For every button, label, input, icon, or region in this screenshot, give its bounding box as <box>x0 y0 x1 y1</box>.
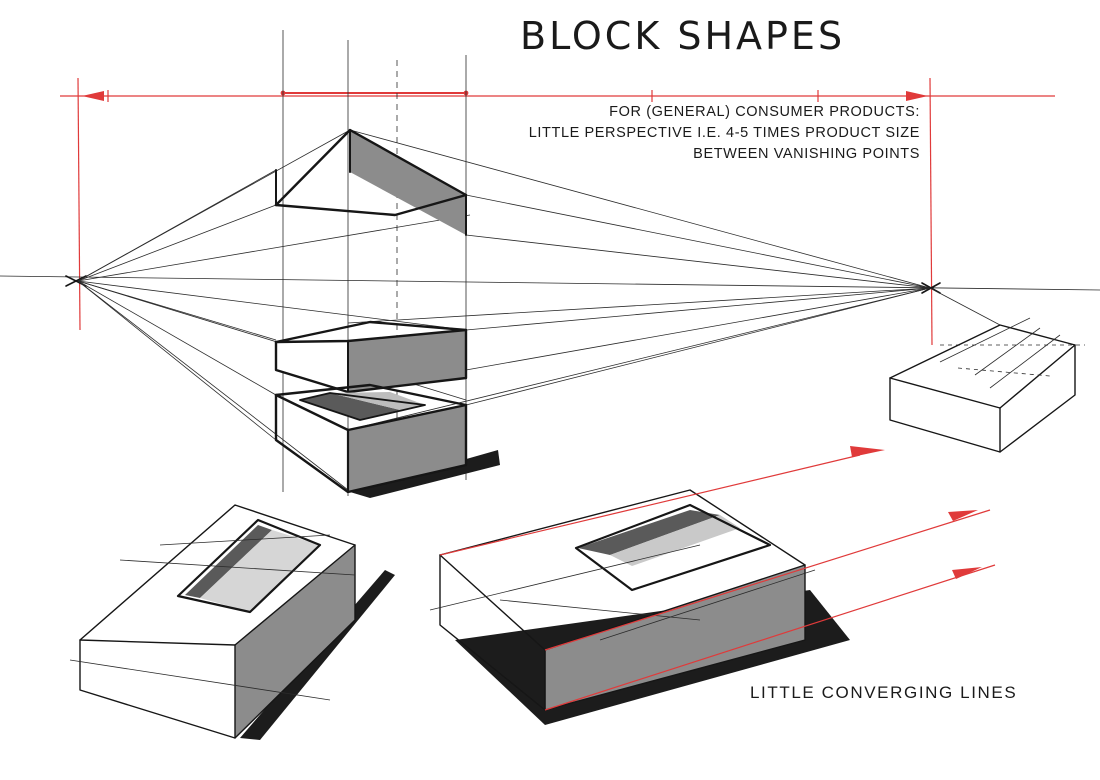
converging-arrowhead-1 <box>850 446 885 457</box>
left-vanishing-vertical <box>77 77 81 331</box>
upper-block-from-below <box>274 128 468 236</box>
bottom-left-slotted-block <box>69 504 395 740</box>
converging-arrowhead-3 <box>952 567 982 579</box>
note-line-3: BETWEEN VANISHING POINTS <box>693 146 920 162</box>
perspective-note: FOR (GENERAL) CONSUMER PRODUCTS: LITTLE … <box>529 102 920 165</box>
right-converging-lines <box>347 129 931 431</box>
right-vanishing-vertical <box>929 77 933 346</box>
small-right-block <box>889 287 1085 453</box>
vanishing-distance-measure <box>60 90 1055 102</box>
left-converging-lines <box>77 129 471 491</box>
left-arrowhead <box>82 91 104 101</box>
open-tray-block <box>274 383 500 498</box>
note-line-1: FOR (GENERAL) CONSUMER PRODUCTS: <box>609 104 920 120</box>
sheet-title: BLOCK SHAPES <box>520 14 846 58</box>
note-line-2: LITTLE PERSPECTIVE I.E. 4-5 TIMES PRODUC… <box>528 125 920 141</box>
horizon-line <box>0 275 1100 291</box>
converging-arrowhead-2 <box>948 510 978 521</box>
converging-lines-caption: LITTLE CONVERGING LINES <box>750 683 1018 702</box>
bottom-right-flat-block <box>429 446 996 725</box>
middle-slab-block <box>274 320 468 394</box>
right-arrowhead <box>906 91 928 101</box>
